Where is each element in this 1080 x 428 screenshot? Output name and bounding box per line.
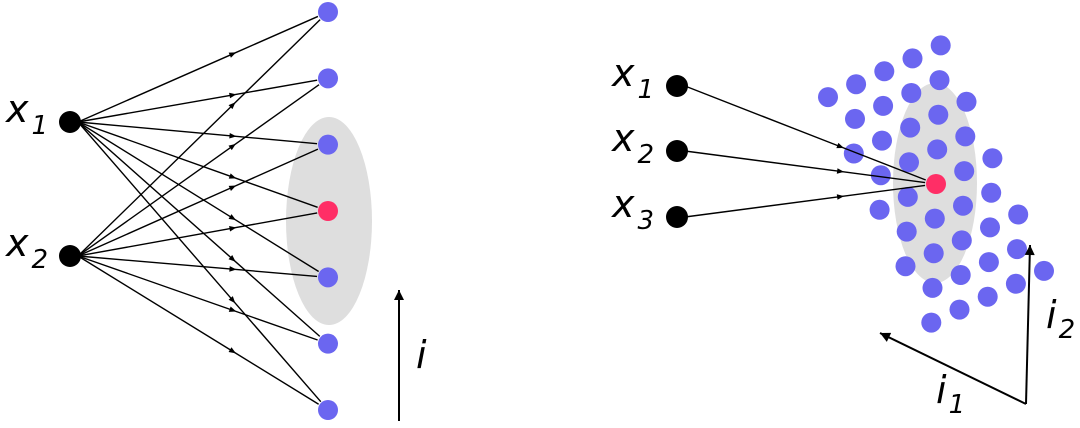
left-output-neuron-6 — [318, 333, 338, 354]
left-output-neuron-7 — [318, 400, 338, 420]
right-output-neuron-highlighted — [926, 174, 946, 194]
right-output-neuron-r4-c5 — [1008, 204, 1029, 225]
right-input-node-x2 — [666, 140, 688, 162]
right-input-node-x3 — [666, 206, 688, 228]
right-edge-x1-to-highlighted — [684, 85, 927, 181]
right-output-neuron-offset-r1-c3 — [901, 83, 922, 103]
right-output-neuron-r5-c5 — [1034, 260, 1054, 281]
right-output-neuron-offset-r1-c1 — [845, 108, 865, 129]
right-output-neuron-offset-r4-c1 — [922, 277, 943, 298]
right-input-neurons — [666, 75, 688, 228]
right-output-neuron-offset-r2-c3 — [927, 139, 948, 160]
left-input-node-x2 — [59, 245, 81, 267]
left-edge-x2-to-neuron-6 — [77, 255, 318, 341]
left-edge-x1-to-neuron-3 — [77, 121, 318, 145]
right-output-neuron-r2-c3 — [900, 117, 921, 138]
right-output-neuron-offset-r3-c1 — [896, 221, 917, 242]
left-edge-x2-to-neuron-4 — [77, 212, 318, 257]
left-connection-edges — [77, 15, 322, 405]
right-output-neuron-offset-r3-c2 — [924, 208, 945, 229]
left-output-neuron-5 — [318, 267, 338, 288]
right-output-neuron-r1-c3 — [874, 61, 895, 82]
right-output-neuron-offset-r4-c2 — [950, 265, 971, 285]
right-connection-edges — [684, 85, 927, 218]
right-output-neuron-r3-c5 — [982, 148, 1003, 169]
left-output-neuron-3 — [318, 134, 338, 155]
right-output-neuron-offset-r1-c4 — [929, 70, 950, 91]
left-edge-x2-to-neuron-1 — [77, 19, 321, 257]
left-input-neurons — [59, 111, 81, 267]
right-output-neuron-r1-c5 — [930, 35, 951, 56]
left-index-axis-label: i — [416, 333, 427, 377]
left-output-neuron-1 — [318, 2, 338, 22]
left-edge-x1-to-neuron-7 — [77, 121, 322, 403]
right-output-neuron-r2-c4 — [928, 104, 949, 125]
right-output-neuron-r1-c2 — [846, 74, 867, 95]
left-output-neurons — [318, 2, 338, 420]
left-edge-x1-to-neuron-2 — [77, 79, 318, 123]
right-output-neuron-r5-c2 — [949, 299, 970, 320]
left-input-node-x1 — [59, 111, 81, 133]
right-output-neuron-r2-c2 — [872, 130, 892, 151]
right-label-i1: i1 — [936, 368, 965, 420]
right-output-neuron-r3-c1 — [869, 199, 890, 220]
left-output-neuron-2 — [318, 68, 338, 89]
right-output-neuron-r1-c4 — [902, 48, 923, 69]
left-edge-x1-to-neuron-5 — [77, 121, 320, 273]
left-output-neuron-highlighted — [318, 201, 338, 221]
right-output-neuron-r4-c3 — [951, 230, 972, 251]
right-label-i2: i2 — [1046, 293, 1075, 345]
left-edge-x1-to-neuron-6 — [77, 121, 321, 337]
left-edge-x1-to-neuron-4 — [77, 121, 318, 208]
right-output-neuron-r5-c1 — [921, 312, 942, 333]
right-index-axis-i2-arrow — [1024, 244, 1035, 405]
left-edge-x1-to-neuron-1 — [77, 15, 319, 123]
right-output-neuron-offset-r2-c4 — [955, 126, 976, 147]
left-edge-x2-to-neuron-5 — [77, 255, 318, 278]
left-edge-x2-to-neuron-3 — [77, 148, 319, 257]
left-receptive-field — [286, 117, 372, 325]
right-edge-x3-to-highlighted — [684, 184, 926, 218]
right-output-neuron-offset-r2-c1 — [870, 165, 891, 186]
right-input-node-x1 — [666, 75, 688, 97]
right-output-neuron-r4-c4 — [980, 217, 1000, 238]
right-output-neuron-r4-c1 — [895, 256, 916, 277]
right-output-neuron-offset-r1-c2 — [873, 95, 894, 116]
right-output-neuron-r3-c4 — [954, 161, 975, 182]
left-edge-x2-to-neuron-7 — [77, 255, 320, 405]
right-output-neuron-offset-r3-c3 — [953, 195, 973, 216]
right-output-neuron-r1-c1 — [818, 87, 838, 108]
right-output-neuron-r2-c5 — [956, 91, 977, 112]
right-output-neuron-r5-c3 — [977, 286, 998, 307]
right-index-axis-i1-arrow — [879, 332, 1027, 405]
right-edge-x2-to-highlighted — [684, 150, 926, 184]
right-output-grid — [818, 35, 1054, 333]
right-output-neuron-offset-r4-c4 — [1007, 239, 1027, 260]
right-output-neuron-offset-r4-c3 — [978, 252, 999, 273]
right-output-neuron-r4-c2 — [923, 243, 944, 264]
right-output-neuron-r5-c4 — [1005, 273, 1026, 294]
left-edge-x2-to-neuron-2 — [77, 84, 320, 257]
right-output-neuron-offset-r3-c4 — [981, 182, 1002, 203]
right-output-neuron-r2-c1 — [843, 143, 864, 164]
right-output-neuron-r3-c2 — [897, 186, 918, 207]
right-output-neuron-offset-r2-c2 — [899, 152, 919, 173]
